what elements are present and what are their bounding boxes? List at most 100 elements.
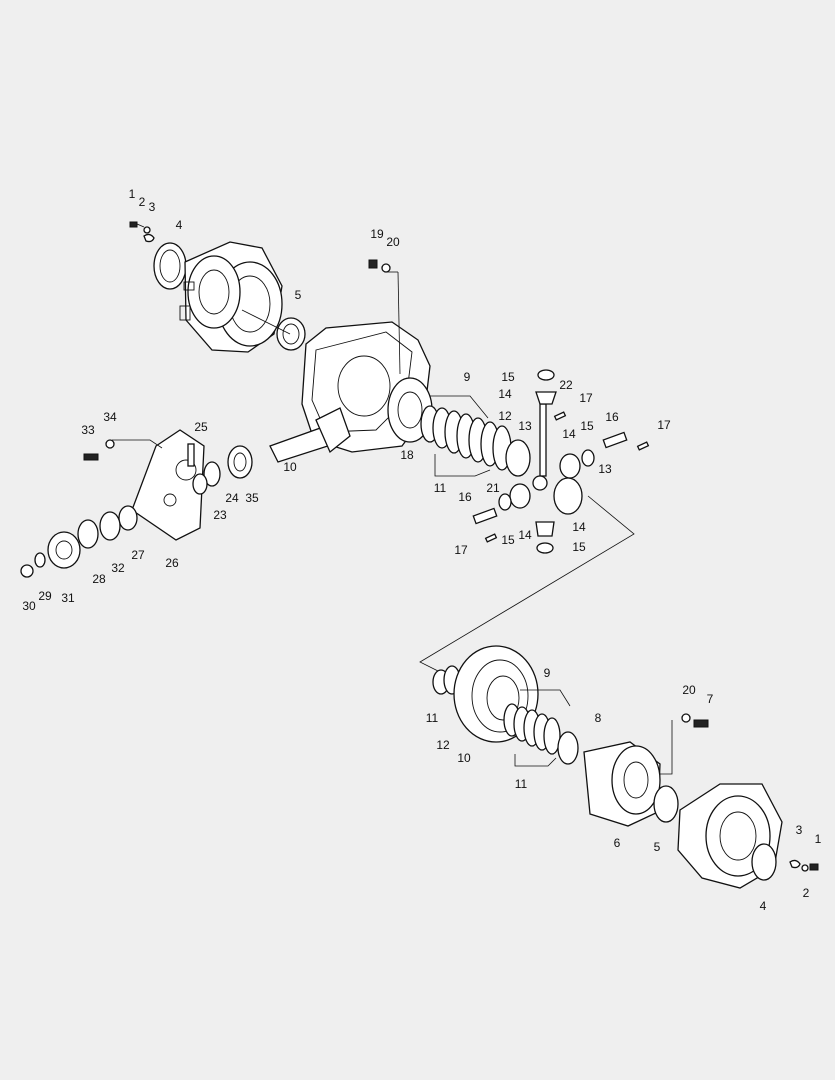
callout-31: 31	[61, 591, 75, 605]
thrust-washer-part-15-b	[581, 449, 595, 467]
spider-part-21	[532, 475, 548, 491]
callout-28: 28	[92, 572, 106, 586]
callout-16-a: 16	[605, 410, 619, 424]
callout-10-top: 10	[283, 460, 297, 474]
seal-ring-part-4	[153, 242, 187, 290]
callout-4-bottom: 4	[760, 899, 767, 913]
planet-gear-part-14-c	[509, 483, 531, 509]
callout-15-d: 15	[572, 540, 586, 554]
spacer-part-32	[99, 511, 121, 541]
callout-9-top: 9	[464, 370, 471, 384]
callout-14-b: 14	[562, 427, 576, 441]
callout-1-bottom: 1	[815, 832, 822, 846]
callout-17-c: 17	[454, 543, 468, 557]
bearing-part-5	[276, 317, 306, 351]
disc-pack-part-11-bottom	[503, 703, 561, 755]
snap-ring-part-8	[557, 731, 579, 765]
callout-33: 33	[81, 423, 95, 437]
planet-gear-part-14-a	[535, 391, 557, 405]
callout-2-top: 2	[139, 195, 146, 209]
pin-part-16-a	[602, 431, 628, 449]
callout-7: 7	[707, 692, 714, 706]
callout-13-b: 13	[598, 462, 612, 476]
callout-11-top: 11	[434, 481, 447, 495]
callout-17-a: 17	[579, 391, 593, 405]
callout-10-bottom: 10	[457, 751, 471, 765]
callout-32: 32	[111, 561, 125, 575]
callout-30: 30	[22, 599, 36, 613]
thrust-washer-part-15-a	[537, 369, 555, 381]
seal-part-23	[192, 473, 208, 495]
hub-housing	[179, 241, 283, 353]
washer-part-29	[34, 552, 46, 568]
callout-21: 21	[486, 481, 500, 495]
washer-part-2-b	[801, 864, 809, 872]
cross-pin-part-22	[539, 403, 547, 477]
callout-12-bottom: 12	[436, 738, 450, 752]
callout-35: 35	[245, 491, 259, 505]
callout-8: 8	[595, 711, 602, 725]
callout-34: 34	[103, 410, 117, 424]
callout-9-bottom: 9	[544, 666, 551, 680]
pinion-shaft-part-10	[269, 407, 351, 463]
callout-13-a: 13	[518, 419, 532, 433]
callout-18: 18	[400, 448, 414, 462]
callout-5-bottom: 5	[654, 840, 661, 854]
callout-20-bottom: 20	[682, 683, 696, 697]
nut-part-30	[20, 564, 34, 578]
callout-11-bottom-b: 11	[515, 777, 528, 791]
callout-23: 23	[213, 508, 227, 522]
snap-ring-part-25	[187, 443, 195, 467]
callout-15-a: 15	[501, 370, 515, 384]
clip-part-3	[143, 233, 155, 243]
side-gear-part-13-b	[553, 477, 583, 515]
bearing-part-35	[227, 445, 253, 479]
clip-part-3-b	[789, 859, 801, 869]
callouts-top: 1 2 3 4 5 19 20 9 15 14 22 17 12 13 16 1…	[22, 187, 671, 613]
callout-3-bottom: 3	[796, 823, 803, 837]
callout-26: 26	[165, 556, 179, 570]
callout-17-b: 17	[657, 418, 671, 432]
callout-4-top: 4	[176, 218, 183, 232]
roll-pin-part-17-a	[553, 411, 567, 421]
callout-2-bottom: 2	[803, 886, 810, 900]
callout-6: 6	[614, 836, 621, 850]
callout-14-d: 14	[572, 520, 586, 534]
callout-14-a: 14	[498, 387, 512, 401]
diff-case-part-6	[583, 741, 661, 827]
planet-gear-part-14-d	[535, 521, 555, 537]
bolt-part-1	[129, 221, 145, 228]
callout-19: 19	[370, 227, 384, 241]
callout-29: 29	[38, 589, 52, 603]
ring-part-24	[203, 461, 221, 487]
callout-20-top: 20	[386, 235, 400, 249]
bolt-part-1-b	[809, 863, 819, 871]
thrust-washer-part-15-c	[498, 493, 512, 511]
callout-15-c: 15	[501, 533, 515, 547]
washer-part-34	[105, 439, 115, 449]
washer-part-20-b	[681, 713, 691, 723]
callout-14-c: 14	[518, 528, 532, 542]
callouts-bottom: 9 8 11 12 10 11 20 7 6 5 3 1 2 4	[426, 666, 822, 913]
bolt-part-33	[83, 453, 99, 461]
callout-5-top: 5	[295, 288, 302, 302]
callout-25: 25	[194, 420, 208, 434]
roll-pin-part-17-c	[484, 533, 498, 543]
bolt-part-19	[368, 259, 378, 269]
bearing-part-5-b	[653, 785, 679, 823]
callout-24: 24	[225, 491, 239, 505]
callout-27: 27	[131, 548, 145, 562]
flange-part-31	[47, 531, 81, 569]
planet-gear-part-14-b	[559, 453, 581, 479]
thrust-washer-part-15-d	[536, 542, 554, 554]
bearing-part-27	[118, 505, 138, 531]
seal-ring-part-4-b	[751, 843, 777, 881]
disc-pack-part-11	[420, 405, 512, 471]
bolt-part-7	[693, 719, 709, 728]
pin-part-16-b	[472, 507, 498, 525]
callout-16-b: 16	[458, 490, 472, 504]
callout-15-b: 15	[580, 419, 594, 433]
callout-12-top: 12	[498, 409, 512, 423]
assembly-link-line	[419, 495, 635, 673]
